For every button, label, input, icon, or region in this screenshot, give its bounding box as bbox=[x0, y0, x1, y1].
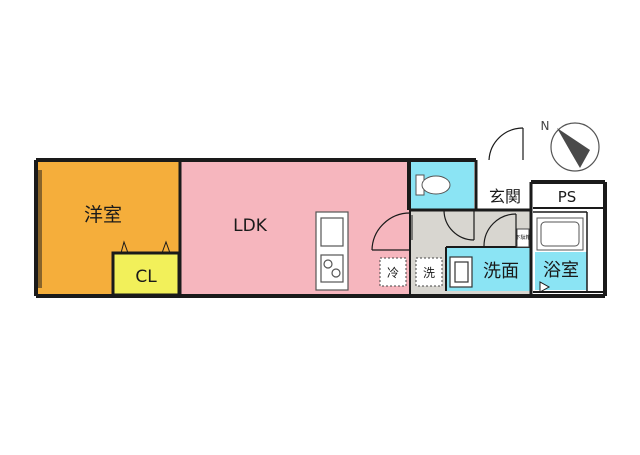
entrance-door bbox=[488, 127, 524, 161]
entrance-floor bbox=[478, 162, 531, 210]
closet-doors bbox=[120, 240, 171, 254]
bathroom-door-marker bbox=[539, 281, 551, 293]
western-room-label: 洋室 bbox=[84, 204, 122, 226]
washroom-door bbox=[483, 213, 517, 247]
closet-label: CL bbox=[135, 267, 157, 287]
shoe-box-label: 下駄箱 bbox=[515, 234, 530, 241]
bathtub bbox=[536, 217, 584, 251]
compass-north-label: N bbox=[541, 119, 550, 133]
ldk-label: LDK bbox=[233, 216, 268, 236]
kitchen-counter bbox=[315, 211, 349, 291]
toilet-fixture bbox=[415, 174, 451, 196]
entrance-label: 玄関 bbox=[489, 187, 521, 206]
shoe-box bbox=[516, 228, 530, 248]
washbasin bbox=[449, 256, 473, 288]
ldk bbox=[180, 160, 410, 296]
fridge-space bbox=[379, 257, 407, 287]
compass-arrow-shade-icon bbox=[557, 128, 580, 168]
fridge-label: 冷 bbox=[387, 266, 399, 280]
washer-label: 洗 bbox=[423, 266, 435, 280]
compass-arrow-icon bbox=[557, 128, 590, 168]
toilet-door bbox=[443, 209, 475, 241]
window-left bbox=[38, 170, 42, 288]
washroom-label: 洗面 bbox=[483, 261, 519, 282]
pipe-space-label: PS bbox=[558, 188, 577, 206]
bathroom-label: 浴室 bbox=[543, 260, 579, 281]
washer-space bbox=[415, 257, 443, 287]
compass: N bbox=[541, 119, 600, 172]
ldk-door bbox=[371, 212, 411, 251]
closet bbox=[111, 251, 181, 297]
pipe-space bbox=[533, 182, 605, 208]
